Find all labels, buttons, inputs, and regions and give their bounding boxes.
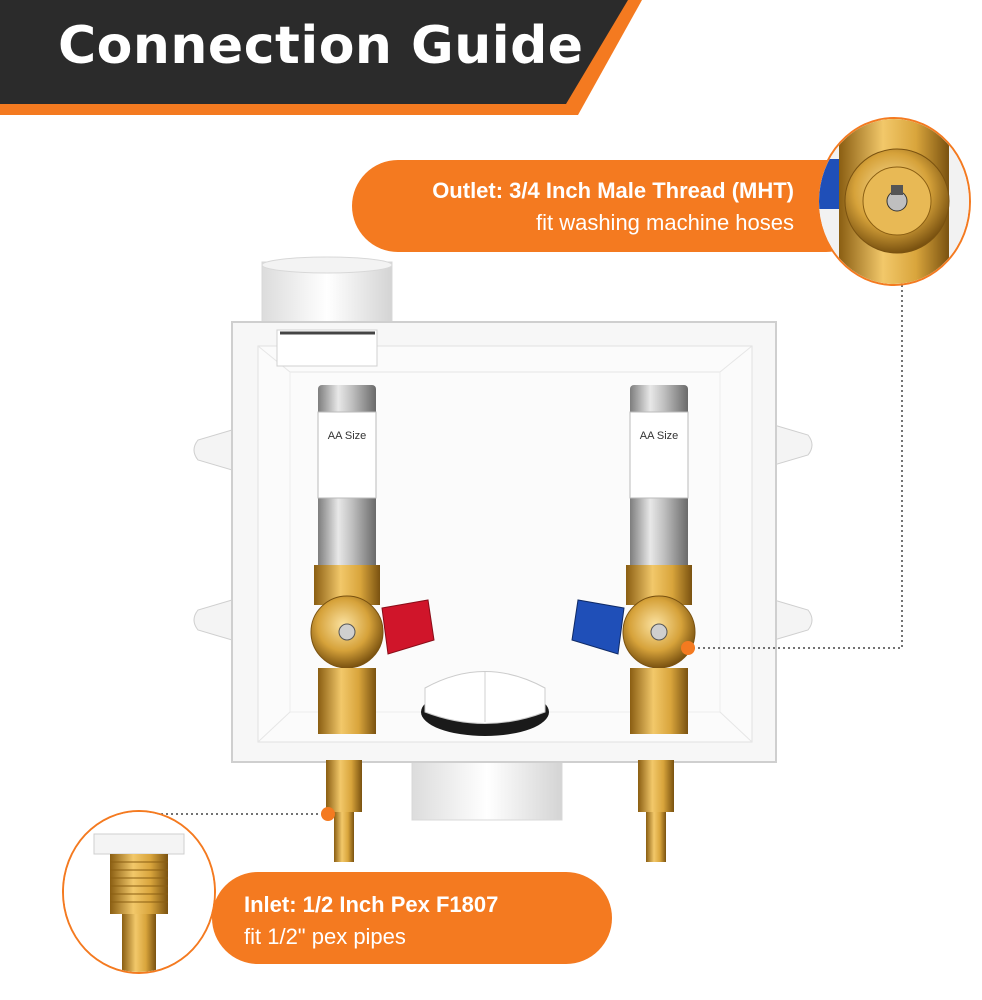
inlet-callout-title: Inlet: 1/2 Inch Pex F1807 — [244, 892, 499, 917]
inlet-zoom-image — [62, 810, 216, 974]
outlet-callout-subtitle: fit washing machine hoses — [535, 210, 794, 235]
page-title: Connection Guide — [58, 16, 584, 76]
inlet-callout-subtitle: fit 1/2" pex pipes — [244, 924, 406, 949]
outlet-callout: Outlet: 3/4 Inch Male Thread (MHT) fit w… — [352, 160, 872, 252]
outlet-callout-title: Outlet: 3/4 Inch Male Thread (MHT) — [432, 178, 794, 203]
outlet-zoom-image — [817, 117, 971, 286]
arrestor-label-left: AA Size — [327, 430, 367, 442]
header-banner — [0, 0, 642, 115]
arrestor-label-right: AA Size — [639, 430, 679, 442]
inlet-callout: Inlet: 1/2 Inch Pex F1807 fit 1/2" pex p… — [212, 872, 612, 964]
